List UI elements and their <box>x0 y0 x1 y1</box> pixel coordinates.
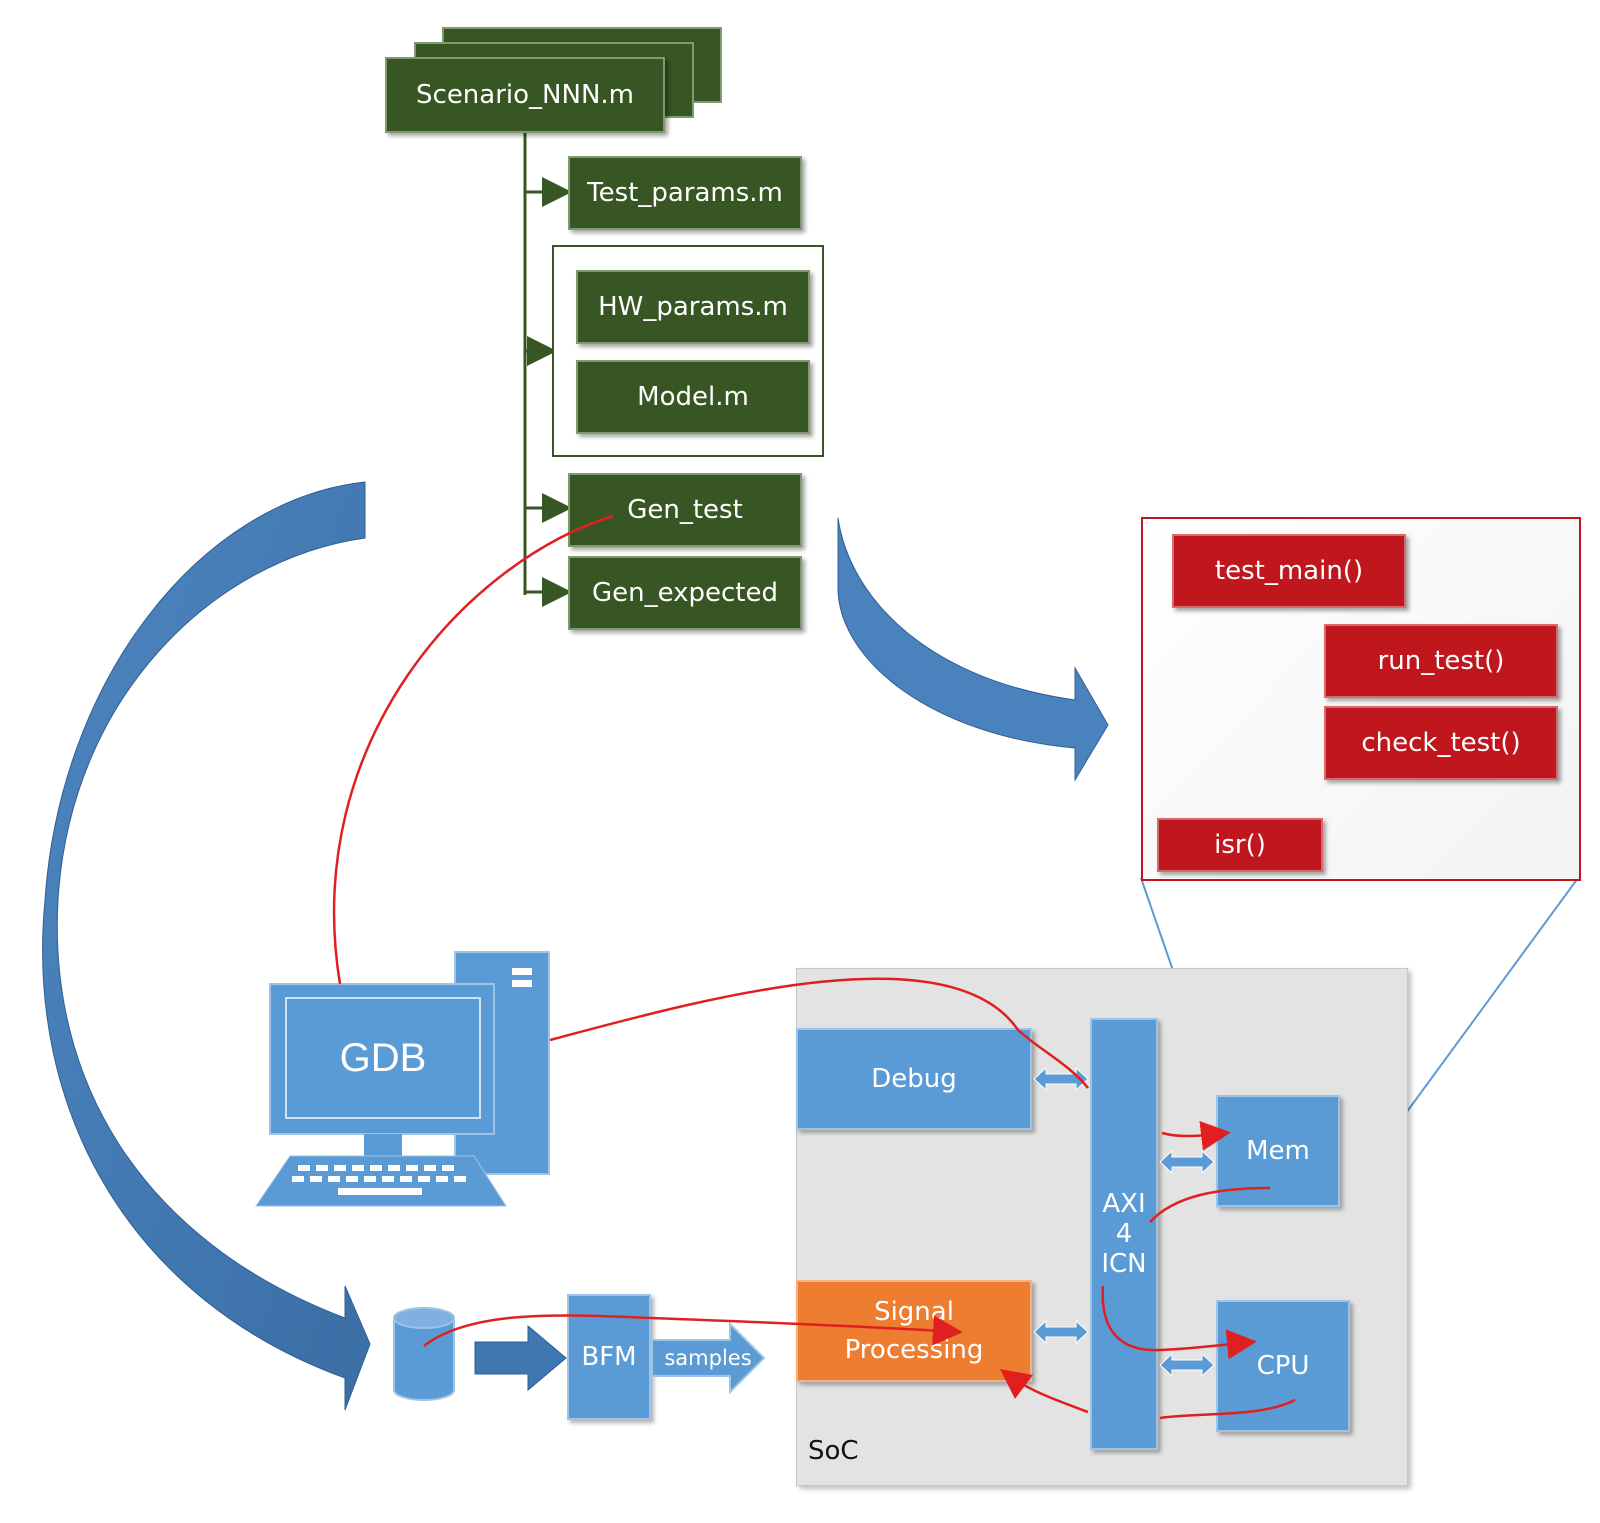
gen-test-script[interactable]: Gen_test <box>568 473 802 547</box>
debug-block[interactable]: Debug <box>796 1028 1032 1130</box>
signal-processing-block[interactable]: Signal Processing <box>796 1280 1032 1382</box>
right-curved-arrow <box>837 517 1109 782</box>
debug-axi-link <box>1033 1066 1089 1092</box>
samples-arrow[interactable] <box>651 1321 766 1395</box>
hw-params-script[interactable]: HW_params.m <box>576 270 810 344</box>
soc-label: SoC <box>808 1436 859 1466</box>
left-curved-arrow <box>42 481 371 1411</box>
isr-function[interactable]: isr() <box>1157 818 1323 872</box>
trace-axi-to-sp <box>999 1369 1089 1414</box>
storage-to-bfm-arrow <box>474 1324 567 1392</box>
test-main-function[interactable]: test_main() <box>1172 534 1406 608</box>
computer-icon[interactable] <box>255 951 550 1207</box>
test-params-script[interactable]: Test_params.m <box>568 156 802 230</box>
sp-axi-link <box>1033 1319 1089 1345</box>
trace-gen-test-to-gdb <box>332 514 614 985</box>
scenario-script[interactable]: Scenario_NNN.m <box>385 57 665 133</box>
trace-cpu-to-axi <box>1159 1398 1296 1420</box>
axi-label-line1: AXI <box>1102 1189 1146 1219</box>
trace-mem-to-axi <box>1149 1186 1271 1223</box>
check-test-function[interactable]: check_test() <box>1324 706 1558 780</box>
trace-axi-to-cpu <box>1101 1285 1257 1360</box>
axi-cpu-link <box>1159 1352 1215 1378</box>
trace-axi-to-mem <box>1161 1120 1231 1151</box>
axi-mem-link <box>1159 1149 1215 1175</box>
axi-interconnect[interactable]: AXI 4 ICN <box>1090 1018 1158 1450</box>
cpu-block[interactable]: CPU <box>1216 1300 1350 1432</box>
axi-label-line2: 4 <box>1115 1219 1133 1249</box>
trace-gdb-to-debug <box>549 977 1089 1089</box>
database-icon <box>393 1307 455 1401</box>
run-test-function[interactable]: run_test() <box>1324 624 1558 698</box>
samples-label: samples <box>664 1346 752 1370</box>
model-script[interactable]: Model.m <box>576 360 810 434</box>
trace-storage-to-sp <box>423 1314 963 1347</box>
axi-label-line3: ICN <box>1101 1249 1147 1279</box>
gdb-label: GDB <box>339 1035 427 1080</box>
gen-expected-script[interactable]: Gen_expected <box>568 556 802 630</box>
